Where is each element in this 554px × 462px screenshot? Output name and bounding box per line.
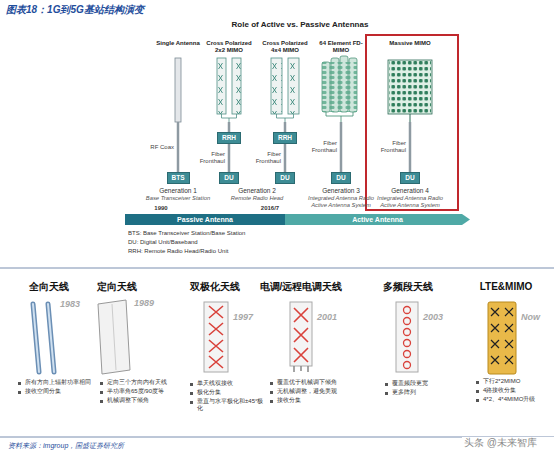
era-band: Passive Antenna xyxy=(125,214,285,225)
generation-desc: Integrated Antenna Radio Active Antenna … xyxy=(373,195,447,208)
era-arrow-band: Active Antenna xyxy=(285,214,470,225)
feature-bullet: 极化分集 xyxy=(190,389,269,396)
node-heading: RRH xyxy=(222,134,236,142)
fronthaul-cable xyxy=(284,122,287,132)
node-heading: 多频段天线 xyxy=(372,281,444,293)
generation-label: Generation 3 xyxy=(304,187,378,194)
year-label: 1989 xyxy=(134,298,164,308)
diagram-heading: Role of Active vs. Passive Antennas xyxy=(150,20,450,29)
feature-bullet: 下行2*2MIMO xyxy=(476,378,554,385)
antenna-unit: 64 Element FD-MIMO xyxy=(315,40,367,122)
node-heading: 电调/远程电调天线 xyxy=(255,281,347,293)
du-box: DU xyxy=(400,172,419,184)
watermark: 头条 @未来智库 xyxy=(462,437,554,449)
feature-bullet: 半功率角65度/90度等 xyxy=(100,388,187,395)
band-arrow-fill xyxy=(285,214,470,225)
node-heading: DU xyxy=(405,174,414,182)
source-caption: 资料来源：imgroup，国盛证券研究所 xyxy=(8,441,124,451)
fronthaul-cable xyxy=(177,122,180,172)
generation-label: Generation 2 xyxy=(222,187,292,194)
year-label: 1983 xyxy=(60,299,90,309)
feature-bullet: 无机械调整，避免美观 xyxy=(270,388,367,395)
timeline-year: 1990 xyxy=(148,205,174,212)
generation-label: Generation 1 xyxy=(143,187,213,194)
feature-bullet: 4路接收分集 xyxy=(476,387,554,394)
feature-bullet: 接收空间分集 xyxy=(18,388,105,395)
chart-title: 图表18：1G到5G基站结构演变 xyxy=(6,3,144,17)
year-label: 2003 xyxy=(423,312,453,322)
year-label: 2001 xyxy=(317,312,347,322)
antenna-type: 多频段天线 xyxy=(372,281,444,374)
fronthaul-cable xyxy=(409,122,412,172)
generation-desc: Integrated Antenna Radio Active Antenna … xyxy=(304,195,378,208)
abbreviation-note: BTS: Base Transceiver Station/Base Stati… xyxy=(128,230,348,237)
du-box: DU xyxy=(331,172,350,184)
generation-label: Generation 4 xyxy=(373,187,447,194)
cable-label: Fiber Fronthaul xyxy=(253,151,281,164)
node-heading: 64 Element FD-MIMO xyxy=(315,40,367,53)
feature-bullet: 覆盖频段更宽 xyxy=(385,380,462,387)
node-heading: Cross Polarized 2x2 MIMO xyxy=(203,40,255,53)
abbreviation-note: RRH: Remote Radio Head/Radio Unit xyxy=(128,248,348,255)
antenna-unit: Cross Polarized 2x2 MIMO xyxy=(203,40,255,122)
timeline-year: 2016/7 xyxy=(254,205,286,212)
node-heading: BTS xyxy=(172,174,185,182)
rrh-box: RRH xyxy=(273,132,297,144)
bts-box: BTS xyxy=(167,172,190,184)
node-heading: Passive Antenna xyxy=(125,214,285,225)
du-box: DU xyxy=(275,172,294,184)
year-label: 1997 xyxy=(233,312,263,322)
abbreviation-note: DU: Digital Unit/Baseband xyxy=(128,239,348,246)
antenna-type: 全向天线 xyxy=(18,281,80,374)
node-heading: DU xyxy=(280,174,289,182)
feature-bullet: 机械调整下倾角 xyxy=(100,397,187,404)
feature-bullet: 4*2、4*4MIMO升级 xyxy=(476,396,554,403)
antenna-type: LTE&MIMO xyxy=(466,281,546,374)
node-heading: DU xyxy=(336,174,345,182)
cable-label: Fiber Fronthaul xyxy=(197,151,225,164)
antenna-type: 双极化天线 xyxy=(180,281,250,374)
feature-bullet: 更多阵列 xyxy=(385,389,462,396)
node-heading: Cross Polarized 4x4 MIMO xyxy=(259,40,311,53)
node-heading: 定向天线 xyxy=(86,281,148,293)
fronthaul-cable xyxy=(284,144,287,172)
node-heading: 双极化天线 xyxy=(180,281,250,293)
fronthaul-cable xyxy=(228,122,231,132)
feature-bullet: 垂直与水平极化和±45°极化 xyxy=(190,398,269,412)
cable-label: Fiber Fronthaul xyxy=(309,140,337,153)
node-heading: RRH xyxy=(278,134,292,142)
generation-desc: Base Transceiver Station xyxy=(140,195,216,202)
node-heading: 全向天线 xyxy=(18,281,80,293)
antenna-type: 电调/远程电调天线 xyxy=(255,281,347,374)
feature-bullet: 定向三个方向内有天线 xyxy=(100,379,187,386)
cable-label: Fiber Fronthaul xyxy=(378,140,406,153)
antenna-type: 定向天线 xyxy=(86,281,148,374)
feature-bullet: 接收分集 xyxy=(270,397,367,404)
node-heading: Active Antenna xyxy=(285,214,470,225)
antenna-unit: Cross Polarized 4x4 MIMO xyxy=(259,40,311,122)
generation-desc: Remote Radio Head xyxy=(222,195,292,202)
year-label: Now xyxy=(521,312,549,322)
fronthaul-cable xyxy=(228,144,231,172)
antenna-unit: Single Antenna xyxy=(156,40,200,122)
feature-bullet: 单天线双接收 xyxy=(190,380,269,387)
node-heading: Single Antenna xyxy=(156,40,200,47)
fronthaul-cable xyxy=(340,122,343,172)
feature-bullet: 覆盖优于机械调下倾角 xyxy=(270,379,367,386)
node-heading: DU xyxy=(224,174,233,182)
rrh-box: RRH xyxy=(217,132,241,144)
feature-bullet: 所有方向上辐射功率相同 xyxy=(18,379,105,386)
antenna-unit: Massive MIMO xyxy=(382,40,438,122)
node-heading: Massive MIMO xyxy=(382,40,438,47)
cable-label: RF Coax xyxy=(146,144,174,151)
node-heading: LTE&MIMO xyxy=(466,281,546,293)
du-box: DU xyxy=(219,172,238,184)
